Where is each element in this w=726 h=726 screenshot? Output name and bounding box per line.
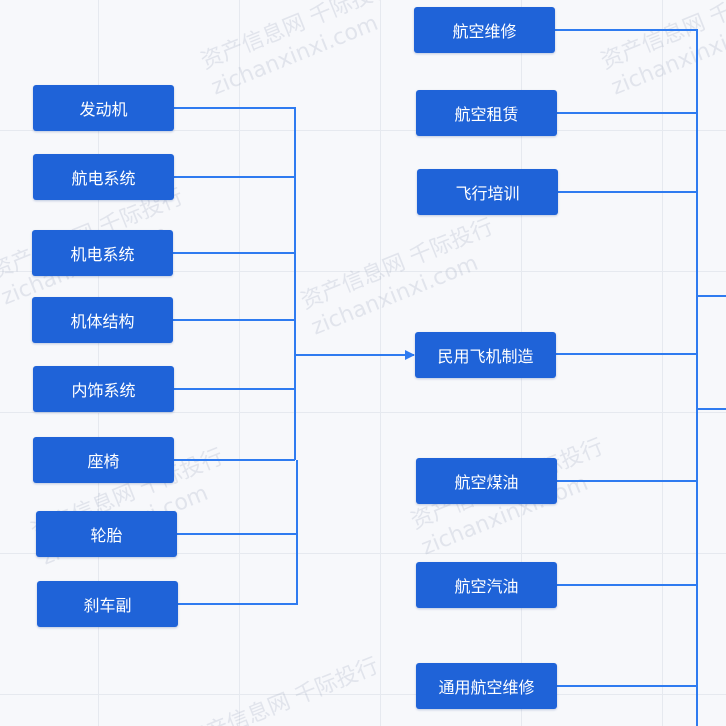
node-interior[interactable]: 内饰系统 [33, 366, 174, 412]
watermark-text: 资产信息网 千际投行 [297, 214, 497, 315]
watermark-url: zichanxinxi.com [607, 10, 726, 101]
node-label: 内饰系统 [71, 381, 136, 400]
node-label: 刹车副 [83, 596, 132, 615]
node-engine[interactable]: 发动机 [33, 85, 174, 131]
node-label: 航空租赁 [454, 105, 519, 124]
watermark-text: 资产信息网 千际投行 [182, 653, 383, 726]
node-flight-training[interactable]: 飞行培训 [417, 169, 558, 215]
node-jet-fuel[interactable]: 航空煤油 [416, 458, 557, 504]
watermark: 资产信息网 千际投行 zichanxinxi.com [297, 214, 508, 342]
watermark: 资产信息网 千际投行 [182, 653, 382, 726]
node-label: 民用飞机制造 [437, 347, 534, 366]
node-label: 发动机 [79, 100, 128, 119]
node-aviation-gasoline[interactable]: 航空汽油 [416, 562, 557, 608]
watermark: 资产信息网 千际投行 zichanxinxi.com [197, 0, 408, 101]
node-tires[interactable]: 轮胎 [36, 511, 177, 557]
node-label: 机电系统 [70, 245, 135, 264]
node-avionics[interactable]: 航电系统 [33, 154, 174, 200]
watermark-url: zichanxinxi.com [207, 10, 382, 101]
node-airframe[interactable]: 机体结构 [32, 297, 173, 343]
node-label: 飞行培训 [455, 184, 520, 203]
watermark-url: zichanxinxi.com [307, 250, 482, 341]
watermark: 资产信息网 千际投行 zichanxinxi.com [597, 0, 726, 101]
node-label: 航空煤油 [454, 473, 519, 492]
node-brakes[interactable]: 刹车副 [37, 581, 178, 627]
node-seats[interactable]: 座椅 [33, 437, 174, 483]
watermark-text: 资产信息网 千际投行 [197, 0, 397, 75]
node-general-aviation-maintenance[interactable]: 通用航空维修 [416, 663, 557, 709]
node-label: 航空汽油 [454, 577, 519, 596]
node-aviation-maintenance[interactable]: 航空维修 [414, 7, 555, 53]
watermark-text: 资产信息网 千际投行 [597, 0, 726, 75]
node-label: 轮胎 [90, 526, 123, 545]
node-label: 机体结构 [70, 312, 135, 331]
node-label: 航空维修 [452, 22, 517, 41]
node-civil-aircraft-manufacturing[interactable]: 民用飞机制造 [415, 332, 556, 378]
node-aviation-leasing[interactable]: 航空租赁 [416, 90, 557, 136]
node-electromechanical[interactable]: 机电系统 [32, 230, 173, 276]
node-label: 航电系统 [71, 169, 136, 188]
node-label: 通用航空维修 [438, 678, 535, 697]
node-label: 座椅 [87, 452, 120, 471]
